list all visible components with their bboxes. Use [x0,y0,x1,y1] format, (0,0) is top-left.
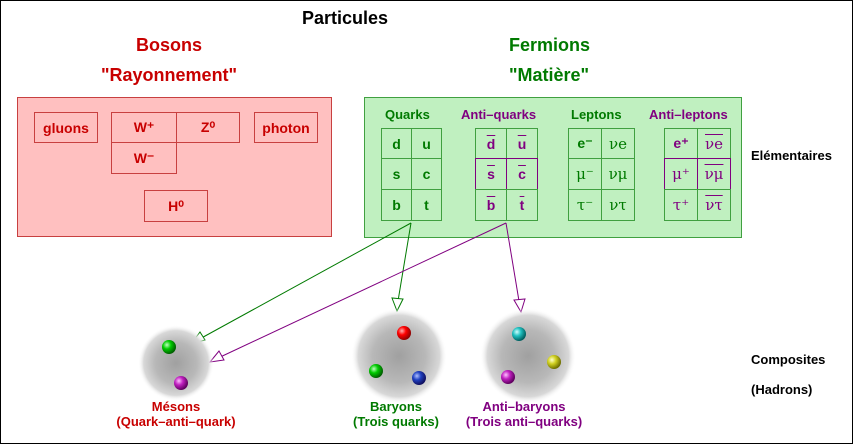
antibaryon-cloud [480,308,576,404]
arrow-antiquark-to-antibaryon [505,222,520,302]
antibaryons-name: Anti–baryons [482,399,566,414]
baryon-green-quark [369,364,383,378]
composites-label: Composites [751,352,826,367]
antibaryon-yellow-antiquark [547,355,561,369]
baryons-caption: Baryons (Trois quarks) [341,399,451,429]
gluons-cell: gluons [34,112,98,143]
antinu-tau-symbol: ντ [705,196,723,214]
baryon-red-quark [397,326,411,340]
anti-leptons-label: Anti–leptons [649,107,728,122]
antiquark-c-symbol: c [518,166,526,182]
leptons-label: Leptons [571,107,622,122]
fermions-box [364,97,742,238]
quarks-label: Quarks [385,107,430,122]
antiquark-t-symbol: t [519,197,525,213]
bosons-subheading: "Rayonnement" [101,65,238,85]
antibaryon-magenta-antiquark [501,370,515,384]
antibaryon-hadron [480,308,576,404]
fermions-subheading: "Matière" [509,65,590,85]
baryons-desc: (Trois quarks) [353,414,439,429]
hadrons-label: (Hadrons) [751,382,813,397]
antinu-mu-symbol: νμ [704,165,724,183]
lepton-nu-tau: ντ [601,189,635,221]
mesons-desc: (Quark–anti–quark) [116,414,236,429]
antinu-e-symbol: νe [705,134,723,153]
antiquark-d-symbol: d [486,135,496,152]
meson-cloud [138,325,214,401]
z0-cell: Z⁰ [176,112,240,143]
photon-cell: photon [254,112,318,143]
mesons-caption: Mésons (Quark–anti–quark) [105,399,247,429]
anti-quarks-label: Anti–quarks [461,107,537,122]
arrow-head-quark-baryon [391,297,404,313]
quark-t: t [411,189,442,221]
fermions-heading: Fermions [509,35,591,55]
baryon-cloud [351,308,447,404]
diagram-title: Particules [302,8,389,28]
antiquark-t: t [506,189,538,221]
meson-antiquark [174,376,188,390]
antiquark-s-symbol: s [487,166,495,182]
antibaryon-cyan-antiquark [512,327,526,341]
baryon-hadron [351,308,447,404]
meson-quark [162,340,176,354]
antibaryons-desc: (Trois anti–quarks) [465,414,583,429]
baryon-blue-quark [412,371,426,385]
antilepton-antinu-tau: ντ [697,189,731,221]
arrow-antiquark-to-meson [215,222,507,360]
bosons-heading: Bosons [136,35,203,55]
elementaires-label: Elémentaires [751,148,832,163]
higgs-cell: H⁰ [144,190,208,222]
antiquark-u-symbol: u [517,135,527,152]
mesons-name: Mésons [151,399,201,414]
arrow-quark-to-meson [195,222,412,342]
meson-hadron [138,325,214,401]
arrow-quark-to-baryon [397,222,412,302]
baryons-name: Baryons [369,399,423,414]
antiquark-b-symbol: b [486,197,496,213]
w-minus-cell: W⁻ [111,142,177,174]
arrow-head-antiquark-antibaryon [513,298,526,314]
antibaryons-caption: Anti–baryons (Trois anti–quarks) [453,399,595,429]
bosons-box [17,97,332,237]
